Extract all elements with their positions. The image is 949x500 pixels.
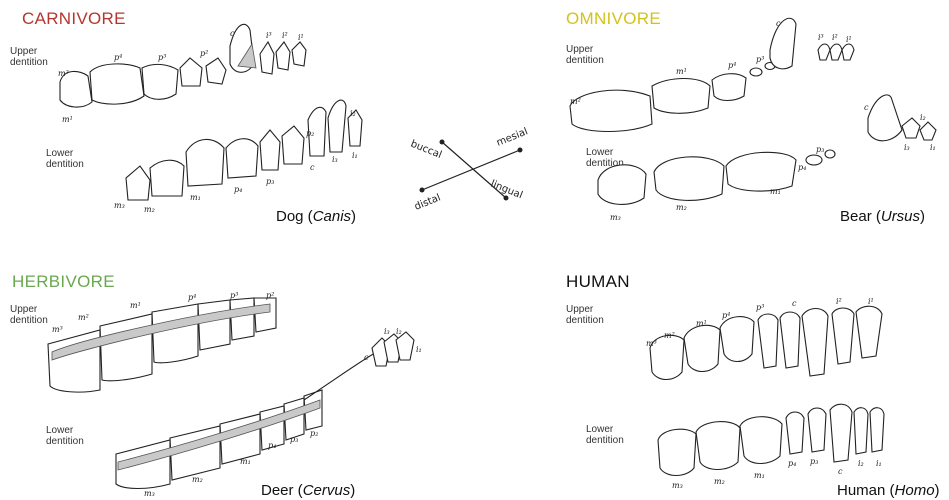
omnivore-upper-p4: p⁴ [728, 61, 736, 70]
carnivore-upper-m1: m¹ [62, 115, 73, 124]
carnivore-lower-m1: m₁ [190, 193, 201, 202]
omnivore-upper-m2: m² [570, 97, 581, 106]
herbivore-upper-p4: p⁴ [188, 293, 196, 302]
herbivore-upper-m3: m³ [52, 325, 63, 334]
omnivore-upper-i2: i² [832, 33, 838, 42]
carnivore-caption: Dog (Canis) [276, 208, 356, 225]
carnivore-lower-m2: m₂ [144, 205, 155, 214]
omnivore-lower-p4: p₄ [798, 163, 806, 172]
omnivore-lower-i2: i₂ [920, 113, 926, 122]
human-upper-i1: i¹ [868, 297, 874, 306]
herbivore-upper-p2: p² [266, 291, 274, 300]
carnivore-lower-m3: m₃ [114, 201, 125, 210]
herbivore-lower-m1: m₁ [240, 457, 251, 466]
herbivore-lower-p3: p₃ [290, 435, 298, 444]
omnivore-upper-m1: m¹ [676, 67, 687, 76]
human-title: HUMAN [566, 272, 630, 292]
carnivore-lower-label: Lower dentition [46, 148, 84, 170]
omnivore-lower-m2: m₂ [676, 203, 687, 212]
human-lower-p4: p₄ [788, 459, 796, 468]
herbivore-upper-m1: m¹ [130, 301, 141, 310]
carnivore-lower-i3: i₃ [332, 155, 338, 164]
human-caption: Human (Homo) [837, 482, 940, 499]
omnivore-lower-m3: m₃ [610, 213, 621, 222]
omnivore-lower-i1: i₁ [930, 143, 936, 152]
human-upper-p3: p³ [756, 303, 764, 312]
omnivore-lower-p3: p₃ [816, 145, 824, 154]
human-upper-m1: m¹ [696, 319, 707, 328]
carnivore-upper-c: c [230, 29, 235, 38]
herbivore-lower-m3: m₃ [144, 489, 155, 498]
human-lower-p3: p₃ [810, 457, 818, 466]
herbivore-upper-m2: m² [78, 313, 89, 322]
carnivore-upper-p4: p⁴ [114, 53, 122, 62]
carnivore-upper-i3: i³ [266, 31, 272, 40]
herbivore-lower-c: c [364, 353, 369, 362]
carnivore-upper-i1: i¹ [298, 33, 304, 42]
human-upper-jaw: m³ m² m¹ p⁴ p³ c i² i¹ [640, 292, 900, 392]
carnivore-lower-i2: i₂ [350, 109, 356, 118]
orientation-compass: buccal mesial distal lingual [402, 120, 542, 210]
herbivore-title: HERBIVORE [12, 272, 115, 292]
human-upper-label: Upper dentition [566, 304, 604, 326]
carnivore-lower-jaw: m₃ m₂ m₁ p₄ p₃ p₂ c i₃ i₂ i₁ [110, 96, 370, 216]
omnivore-upper-c: c [776, 19, 781, 28]
carnivore-upper-p3: p³ [158, 53, 166, 62]
human-upper-m2: m² [664, 331, 675, 340]
herbivore-lower-i2: i₂ [396, 327, 402, 336]
herbivore-lower-i3: i₃ [384, 327, 390, 336]
herbivore-lower-p2: p₂ [310, 429, 318, 438]
herbivore-upper-p3: p³ [230, 291, 238, 300]
human-lower-m1: m₁ [754, 471, 765, 480]
human-lower-i1: i₁ [876, 459, 882, 468]
carnivore-upper-i2: i² [282, 31, 288, 40]
carnivore-upper-p2: p² [200, 49, 208, 58]
omnivore-upper-i3: i³ [818, 33, 824, 42]
carnivore-lower-p3: p₃ [266, 177, 274, 186]
human-lower-label: Lower dentition [586, 424, 624, 446]
carnivore-lower-p4: p₄ [234, 185, 242, 194]
human-upper-i2: i² [836, 297, 842, 306]
carnivore-lower-c: c [310, 163, 315, 172]
compass-distal: distal [413, 192, 442, 210]
human-lower-m3: m₃ [672, 481, 683, 490]
herbivore-lower-p4: p₄ [268, 441, 276, 450]
herbivore-caption: Deer (Cervus) [261, 482, 355, 499]
human-lower-jaw: m₃ m₂ m₁ p₄ p₃ c i₂ i₁ [650, 400, 890, 490]
human-upper-m3: m³ [646, 339, 657, 348]
omnivore-caption: Bear (Ursus) [840, 208, 925, 225]
omnivore-upper-p3: p³ [756, 55, 764, 64]
human-lower-i2: i₂ [858, 459, 864, 468]
human-upper-c: c [792, 299, 797, 308]
carnivore-lower-p2: p₂ [306, 129, 314, 138]
herbivore-lower-i1: i₁ [416, 345, 422, 354]
carnivore-upper-m2: m² [58, 69, 69, 78]
herbivore-lower-jaw: m₃ m₂ m₁ p₄ p₃ p₂ c i₃ i₂ i₁ [100, 330, 430, 500]
carnivore-lower-i1: i₁ [352, 151, 358, 160]
omnivore-lower-m1: m₁ [770, 187, 781, 196]
human-lower-m2: m₂ [714, 477, 725, 486]
herbivore-lower-label: Lower dentition [46, 425, 84, 447]
human-upper-p4: p⁴ [722, 311, 730, 320]
herbivore-lower-m2: m₂ [192, 475, 203, 484]
compass-buccal: buccal [409, 139, 443, 161]
human-lower-c: c [838, 467, 843, 476]
omnivore-lower-c: c [864, 103, 869, 112]
compass-mesial: mesial [495, 126, 530, 148]
omnivore-upper-i1: i¹ [846, 35, 852, 44]
omnivore-lower-i3: i₃ [904, 143, 910, 152]
